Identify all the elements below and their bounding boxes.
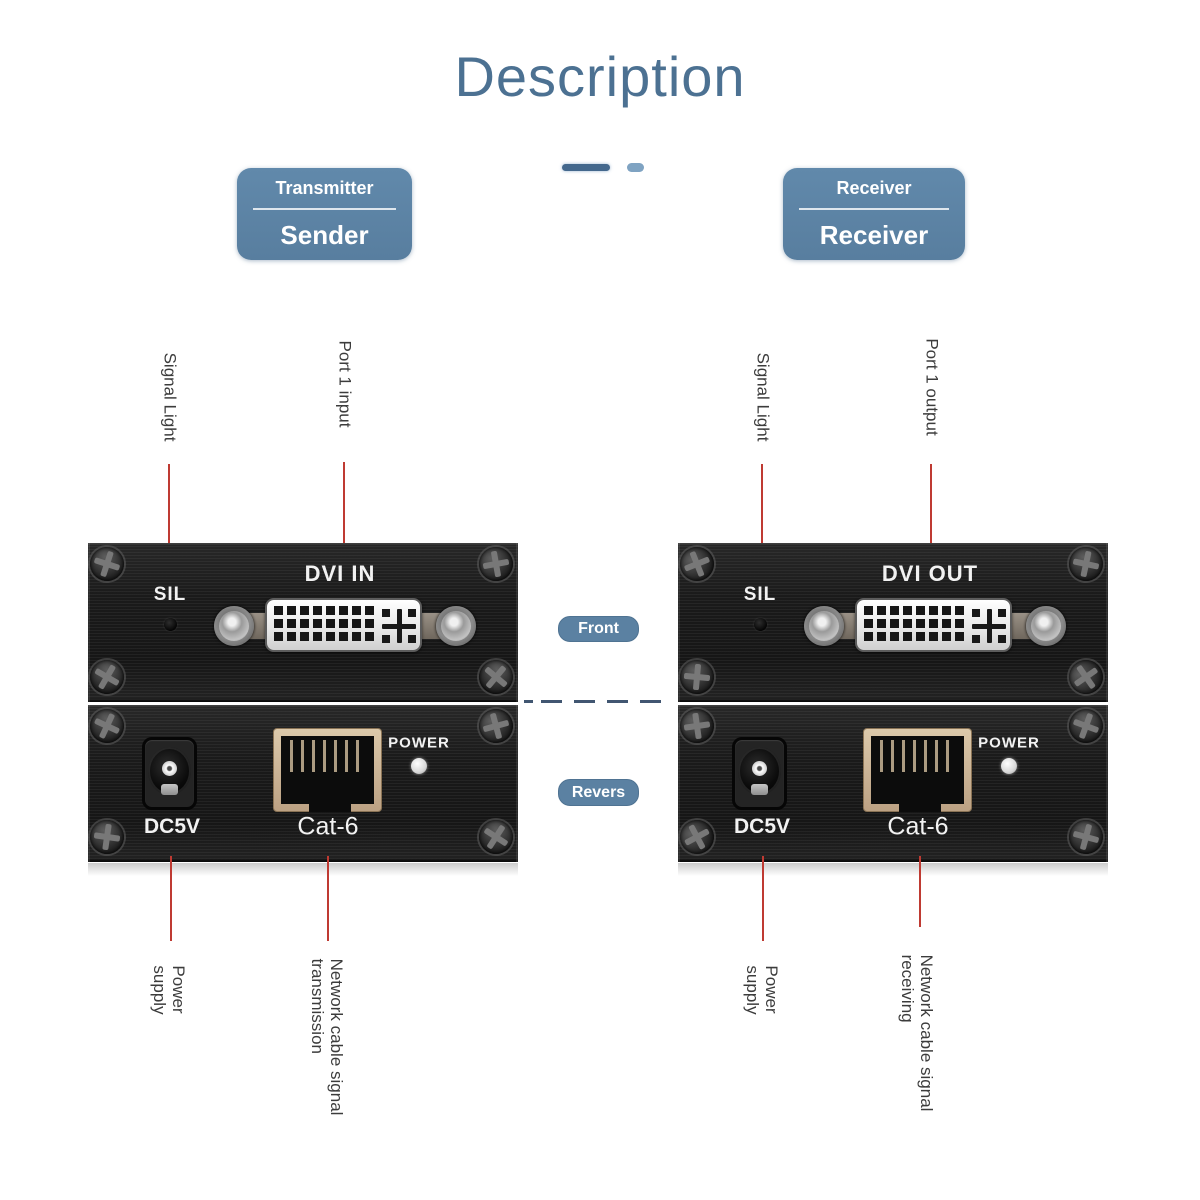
rx-rj45-port: [863, 728, 972, 812]
receiver-badge: Receiver Receiver: [783, 168, 965, 260]
dc-center-pin: [162, 761, 177, 776]
screw-icon: [1065, 816, 1107, 858]
receiver-front-panel: SIL DVI OUT: [674, 541, 1110, 702]
screw-icon: [1065, 543, 1107, 585]
rx-dvi-connector: [855, 598, 1012, 652]
screw-icon: [84, 703, 130, 749]
screw-icon: [674, 814, 720, 860]
rx-port-output-callout: Port 1 output: [922, 338, 942, 436]
tx-network-callout: Network cable signal transmission: [308, 958, 346, 1116]
tx-power-led: [411, 758, 427, 774]
rx-sil-label: SIL: [743, 584, 777, 605]
dvi-screw-post-icon: [1026, 606, 1066, 646]
dvi-analog-cross: [381, 608, 417, 644]
title-dash-long: [562, 164, 610, 171]
dvi-pin-grid: [864, 606, 968, 645]
transmitter-rear-panel: DC5V Cat-6 POWER: [84, 703, 520, 862]
rear-view-tag: Revers: [558, 779, 639, 806]
tx-signal-light-callout: Signal Light: [160, 352, 180, 442]
dc-barrel: [738, 747, 781, 795]
receiver-rear-panel: DC5V Cat-6 POWER: [674, 704, 1108, 862]
divider-dot: [524, 700, 533, 703]
screw-icon: [475, 705, 517, 747]
rx-power-label: POWER: [978, 734, 1040, 752]
panel-reflection: [88, 863, 518, 876]
rx-signal-light-line: [758, 464, 766, 558]
tx-power-supply-callout: Power supply: [150, 965, 188, 1015]
screw-icon: [1062, 653, 1110, 701]
rx-signal-light-led: [754, 618, 767, 631]
tx-signal-light-led: [164, 618, 177, 631]
dvi-analog-cross: [971, 608, 1007, 644]
rx-power-supply-callout: Power supply: [743, 965, 781, 1015]
tx-port-input-line: [340, 462, 348, 562]
dc-barrel: [148, 747, 191, 795]
transmitter-badge: Transmitter Sender: [237, 168, 412, 260]
rj45-latch-slot: [898, 796, 941, 812]
rx-network-line: [919, 856, 921, 927]
screw-icon: [472, 653, 520, 701]
screw-icon: [674, 541, 720, 587]
tx-network-line: [327, 856, 329, 941]
dc-center-pin: [752, 761, 767, 776]
receiver-badge-bottom-label: Receiver: [819, 219, 929, 250]
rj45-pins: [880, 740, 955, 772]
badge-divider: [252, 208, 397, 210]
rx-network-callout: Network cable signal receiving: [898, 954, 936, 1112]
dvi-screw-post-icon: [436, 606, 476, 646]
rj45-latch-slot: [308, 796, 351, 812]
dvi-screw-post-icon: [214, 606, 254, 646]
rx-signal-light-callout: Signal Light: [753, 352, 773, 442]
badge-divider: [799, 208, 949, 210]
transmitter-front-panel: SIL DVI IN: [83, 542, 520, 702]
tx-dc-power-jack: [142, 737, 197, 810]
tx-cat6-label: Cat-6: [297, 812, 359, 841]
tx-sil-label: SIL: [153, 584, 187, 605]
screw-icon: [85, 542, 129, 586]
rx-dc-power-jack: [732, 737, 787, 810]
screw-icon: [87, 817, 127, 857]
divider-dashes: [541, 700, 671, 703]
dc-clip: [161, 784, 178, 795]
transmitter-badge-bottom-label: Sender: [280, 219, 369, 250]
title-dash-short: [627, 163, 644, 172]
tx-power-supply-line: [170, 856, 172, 941]
rj45-pins: [290, 740, 365, 772]
page-title: Description: [454, 45, 746, 108]
screw-icon: [1064, 704, 1108, 748]
tx-power-label: POWER: [388, 734, 450, 752]
dc-clip: [751, 784, 768, 795]
screw-icon: [476, 544, 516, 584]
receiver-badge-top-label: Receiver: [836, 177, 912, 198]
screw-icon: [677, 706, 717, 746]
screw-icon: [83, 653, 131, 701]
panel-reflection: [678, 863, 1108, 876]
rx-cat6-label: Cat-6: [887, 812, 949, 841]
front-view-tag: Front: [558, 616, 639, 642]
dvi-screw-post-icon: [804, 606, 844, 646]
tx-rj45-port: [273, 728, 382, 812]
screw-icon: [472, 813, 520, 861]
dvi-pin-grid: [274, 606, 378, 645]
rj45-socket: [281, 736, 374, 804]
rx-dc5v-label: DC5V: [733, 815, 791, 838]
rx-power-led: [1001, 758, 1017, 774]
tx-port-input-callout: Port 1 input: [335, 340, 355, 428]
transmitter-badge-top-label: Transmitter: [275, 177, 374, 198]
rj45-socket: [871, 736, 964, 804]
rx-port-output-line: [927, 464, 935, 558]
screw-icon: [678, 658, 716, 696]
tx-dvi-in-label: DVI IN: [304, 561, 376, 586]
tx-dvi-connector: [265, 598, 422, 652]
rx-dvi-out-label: DVI OUT: [881, 561, 979, 586]
tx-dc5v-label: DC5V: [143, 815, 201, 838]
rx-power-supply-line: [762, 856, 764, 941]
